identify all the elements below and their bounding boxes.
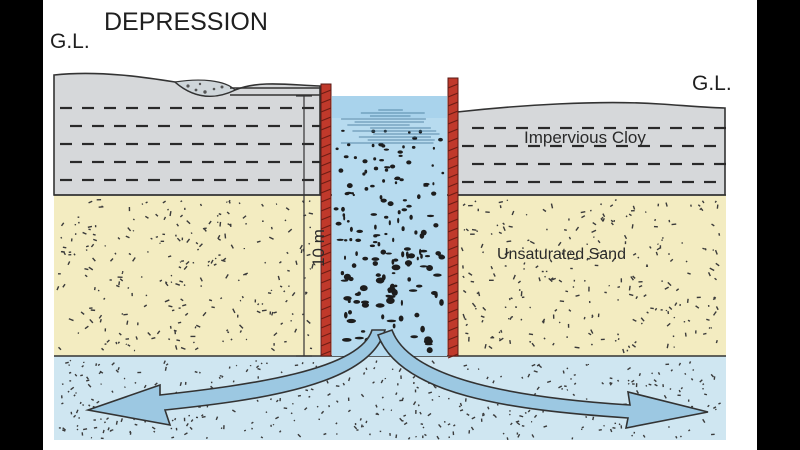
depression-pit	[173, 79, 237, 97]
ground-level-label-right: G.L.	[692, 72, 732, 95]
casing-right	[447, 77, 459, 357]
unsaturated-sand-label: Unsaturated Sand	[497, 246, 626, 263]
impervious-clay-label: Impervious Cloy	[524, 128, 646, 147]
clay-layer-right	[456, 101, 726, 196]
depth-label: 10 m	[308, 229, 328, 267]
ground-level-label-left: G.L.	[50, 30, 90, 53]
sand-layer-left	[54, 195, 320, 356]
casing-stripes	[320, 83, 459, 359]
clay-dashes	[60, 106, 726, 184]
depression-label: DEPRESSION	[104, 8, 268, 36]
clay-layer-left	[53, 72, 321, 196]
flow-arrow-left	[84, 329, 387, 427]
recharge-pipe	[230, 87, 322, 96]
well-water-top	[332, 96, 447, 118]
depression-gravel	[186, 82, 224, 94]
well-bore	[332, 96, 447, 356]
flow-arrow-right	[376, 328, 709, 430]
sand-layer-right	[457, 195, 726, 356]
sand-speckles	[56, 198, 721, 354]
